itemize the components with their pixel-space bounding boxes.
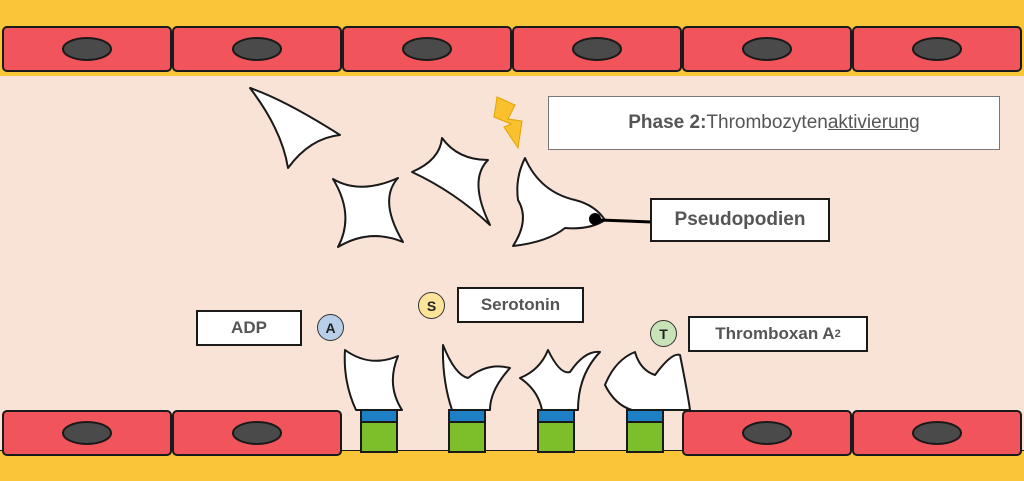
cell-nucleus bbox=[62, 37, 112, 61]
receptor-complex bbox=[604, 351, 691, 453]
lightning-icon bbox=[493, 96, 523, 150]
pseudopodien-text: Pseudopodien bbox=[674, 209, 806, 230]
endothelial-cells-bottom bbox=[2, 410, 1022, 456]
thromboxan-subscript: 2 bbox=[834, 328, 841, 340]
platelet bbox=[441, 344, 511, 411]
serotonin-badge: S bbox=[418, 292, 445, 319]
adp-text: ADP bbox=[231, 318, 267, 337]
cell-nucleus bbox=[742, 421, 792, 445]
receptor-complex bbox=[343, 349, 403, 453]
adp-badge: A bbox=[317, 314, 344, 341]
receptor-complex bbox=[519, 349, 601, 453]
cell-nucleus bbox=[572, 37, 622, 61]
cell-nucleus bbox=[912, 421, 962, 445]
platelet bbox=[604, 351, 691, 411]
cell-nucleus bbox=[742, 37, 792, 61]
cell-nucleus bbox=[62, 421, 112, 445]
cell-nucleus bbox=[232, 421, 282, 445]
pseudopod-pointer-line bbox=[599, 218, 653, 224]
pseudopod-marker bbox=[589, 213, 601, 225]
receptor-complexes bbox=[343, 344, 691, 453]
adp-label: ADP bbox=[196, 310, 302, 346]
activated-platelets bbox=[249, 87, 606, 248]
platelet bbox=[249, 87, 341, 169]
platelet bbox=[411, 137, 491, 226]
serotonin-text: Serotonin bbox=[480, 295, 561, 314]
thromboxan-badge: T bbox=[650, 320, 677, 347]
thromboxan-text: Thromboxan A bbox=[715, 324, 835, 343]
cell-nucleus bbox=[912, 37, 962, 61]
phase-name-underlined: aktivierung bbox=[827, 112, 920, 133]
vessel-wall-bottom bbox=[0, 450, 1024, 481]
cell-nucleus bbox=[232, 37, 282, 61]
phase-name: Thrombozyten bbox=[706, 112, 828, 133]
platelet bbox=[512, 157, 606, 247]
serotonin-label: Serotonin bbox=[457, 287, 584, 323]
platelet bbox=[343, 349, 403, 411]
cell-nucleus bbox=[402, 37, 452, 61]
endothelial-cells-top bbox=[2, 26, 1022, 72]
pseudopodien-label: Pseudopodien bbox=[650, 198, 830, 242]
receptor-complex bbox=[441, 344, 511, 453]
platelet bbox=[332, 177, 404, 248]
phase-label: Phase 2: bbox=[628, 112, 707, 133]
platelet bbox=[519, 349, 601, 411]
